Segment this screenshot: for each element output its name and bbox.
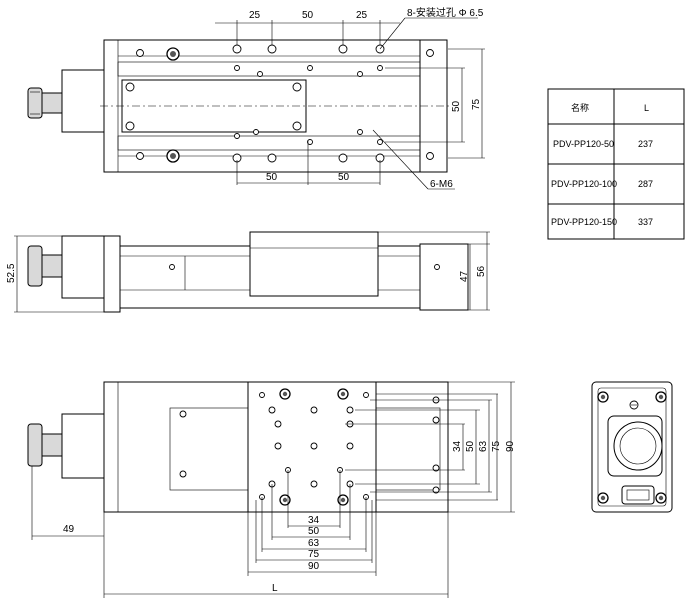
- top-view: 25 50 25 8-安装过孔 Φ 6.5 50 50 6-M6 50 75: [27, 6, 485, 190]
- bottom-dim-50b: 50: [338, 172, 350, 183]
- top-dim-25a: 25: [249, 10, 261, 21]
- knob-shaft: [41, 92, 63, 114]
- dim-49: 49: [63, 524, 75, 535]
- side-view: 52.5 47 56: [6, 231, 490, 313]
- table-row-name: PDV-PP120-100: [551, 179, 617, 189]
- top-dim-50: 50: [302, 10, 314, 21]
- side-dim-47: 47: [459, 270, 470, 282]
- table-row-name: PDV-PP120-50: [553, 139, 614, 149]
- table-row-L: 337: [638, 217, 653, 227]
- table-row-L: 287: [638, 179, 653, 189]
- model-table: 名称 L PDV-PP120-50 237 PDV-PP120-100 287 …: [547, 88, 685, 240]
- b-right-dim-63: 63: [478, 440, 489, 452]
- b-right-dim-90: 90: [505, 440, 516, 452]
- bottom-view: 34 50 63 75 90 34 50 63 75 90 49 L: [27, 381, 516, 598]
- knob: [27, 87, 43, 119]
- b-bottom-dim-34: 34: [308, 515, 320, 526]
- b-right-dim-50: 50: [465, 440, 476, 452]
- side-motor: [61, 235, 105, 299]
- side-carriage: [249, 231, 379, 297]
- connector: [621, 485, 655, 505]
- bottom-dim-50a: 50: [266, 172, 278, 183]
- side-dim-56: 56: [476, 265, 487, 277]
- side-knob: [27, 245, 43, 287]
- table-header-L: L: [644, 103, 649, 113]
- b-right-dim-75: 75: [491, 440, 502, 452]
- b-right-dim-34: 34: [452, 440, 463, 452]
- motor-flange: [613, 421, 663, 471]
- hole-note: 8-安装过孔 Φ 6.5: [407, 6, 484, 19]
- b-bottom-dim-75: 75: [308, 549, 320, 560]
- right-dim-75: 75: [471, 98, 482, 110]
- bottom-motor: [61, 413, 105, 479]
- thread-note: 6-M6: [430, 179, 453, 190]
- end-view: [591, 381, 673, 513]
- table-row-L: 237: [638, 139, 653, 149]
- b-bottom-dim-50: 50: [308, 526, 320, 537]
- right-dim-50: 50: [451, 100, 462, 112]
- table-header-name: 名称: [571, 102, 589, 113]
- table-row-name: PDV-PP120-150: [551, 217, 617, 227]
- top-dim-25b: 25: [356, 10, 368, 21]
- side-dim-52-5: 52.5: [6, 263, 17, 283]
- b-bottom-dim-90: 90: [308, 561, 320, 572]
- motor-adaptor: [61, 69, 105, 133]
- b-bottom-dim-63: 63: [308, 538, 320, 549]
- dim-L: L: [272, 583, 278, 594]
- bottom-knob: [27, 423, 43, 467]
